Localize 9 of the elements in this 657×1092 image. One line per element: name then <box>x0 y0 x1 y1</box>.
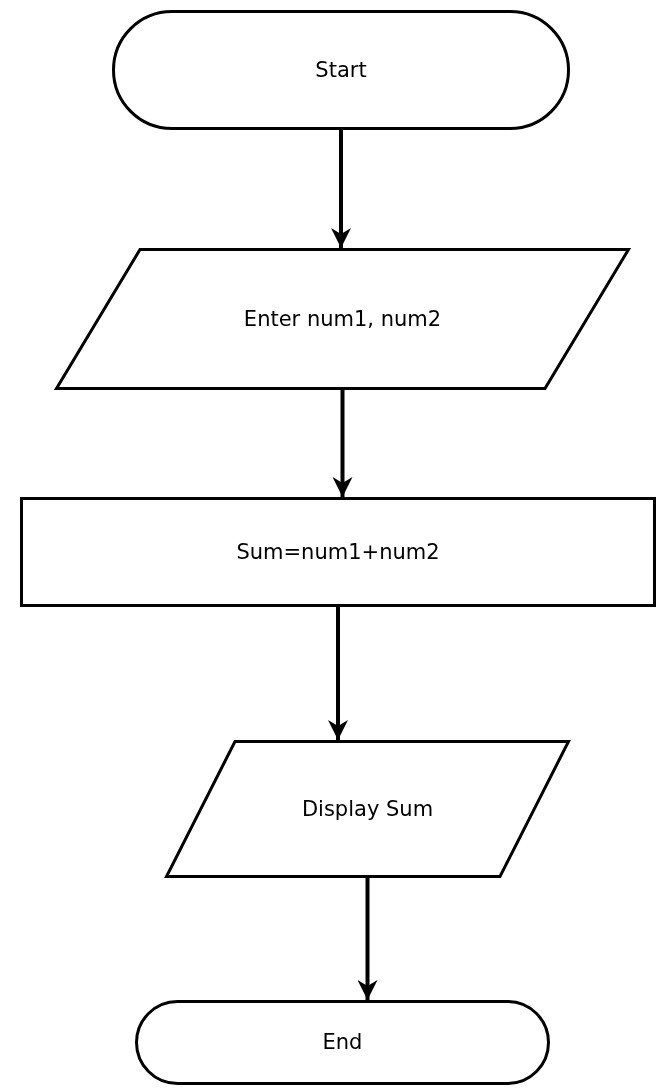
node-label: End <box>322 1029 363 1057</box>
node-label: Enter num1, num2 <box>243 305 442 333</box>
node-label: Display Sum <box>301 795 434 823</box>
arrow <box>331 130 351 248</box>
arrow <box>357 878 378 1000</box>
arrow <box>328 607 348 740</box>
node-label: Start <box>315 56 367 84</box>
arrow <box>332 390 353 497</box>
node-label: Sum=num1+num2 <box>236 538 440 566</box>
